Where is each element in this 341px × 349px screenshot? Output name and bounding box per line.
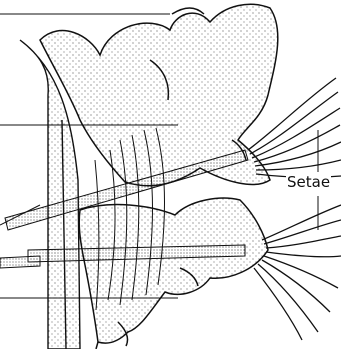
lower-lobe [79, 198, 268, 349]
setae-bundle-lower [254, 205, 341, 340]
setae-label: Setae [286, 173, 331, 191]
